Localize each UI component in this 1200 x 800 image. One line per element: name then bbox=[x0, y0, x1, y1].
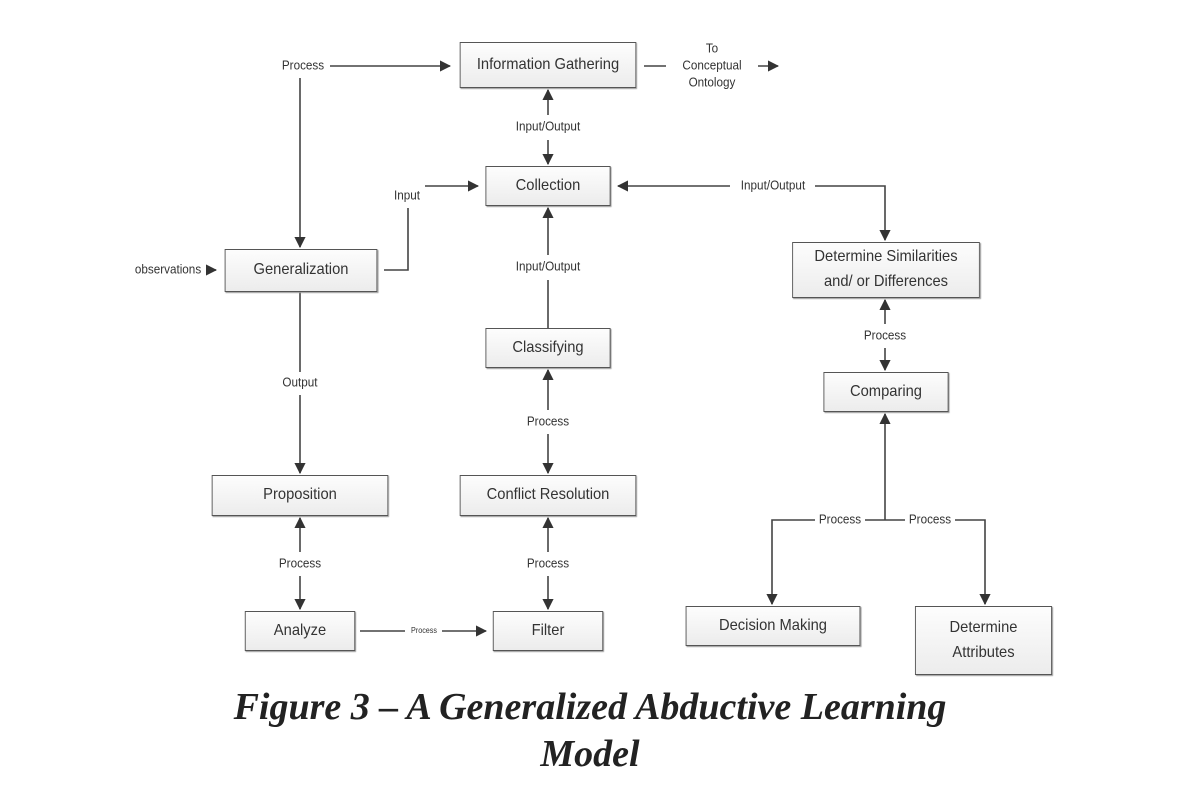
node-proposition: Proposition bbox=[211, 475, 389, 516]
edge-collection-similarities bbox=[815, 185, 891, 242]
caption-line-1: Figure 3 – A Generalized Abductive Learn… bbox=[233, 686, 947, 728]
label-input: Input bbox=[393, 187, 421, 205]
label-observations: observations bbox=[134, 261, 202, 279]
node-determine-attributes: Determine Attributes bbox=[914, 606, 1053, 675]
node-analyze: Analyze bbox=[244, 611, 356, 651]
node-generalization: Generalization bbox=[224, 249, 378, 292]
node-conflict-resolution: Conflict Resolution bbox=[459, 475, 637, 516]
caption-line-2: Model bbox=[540, 733, 640, 775]
label-io-collection-classifying: Input/Output bbox=[515, 258, 581, 276]
label-process-left-branch: Process bbox=[818, 511, 862, 529]
label-process-top: Process bbox=[281, 57, 325, 75]
label-output: Output bbox=[282, 374, 318, 392]
label-io-collection-similarities: Input/Output bbox=[740, 177, 806, 195]
label-process-right-branch: Process bbox=[908, 511, 952, 529]
edge-branch-attributes bbox=[955, 519, 991, 606]
label-process-proposition-analyze: Process bbox=[278, 555, 322, 573]
edge-branch-decision bbox=[766, 519, 815, 606]
node-information-gathering: Information Gathering bbox=[459, 42, 637, 88]
label-process-similarities-comparing: Process bbox=[863, 327, 907, 345]
node-filter: Filter bbox=[492, 611, 604, 651]
label-to-conceptual-ontology: To Conceptual Ontology bbox=[676, 40, 748, 92]
figure-caption: Figure 3 – A Generalized Abductive Learn… bbox=[0, 684, 1180, 778]
node-comparing: Comparing bbox=[823, 372, 949, 412]
node-classifying: Classifying bbox=[485, 328, 611, 368]
node-determine-similarities: Determine Similarities and/ or Differenc… bbox=[792, 242, 980, 298]
label-process-classifying-conflict: Process bbox=[526, 413, 570, 431]
node-collection: Collection bbox=[485, 166, 611, 206]
label-process-conflict-filter: Process bbox=[526, 555, 570, 573]
label-process-analyze-filter: Process bbox=[410, 625, 438, 637]
label-io-info-collection: Input/Output bbox=[515, 118, 581, 136]
node-decision-making: Decision Making bbox=[685, 606, 861, 646]
edge-generalization-input bbox=[384, 208, 409, 271]
